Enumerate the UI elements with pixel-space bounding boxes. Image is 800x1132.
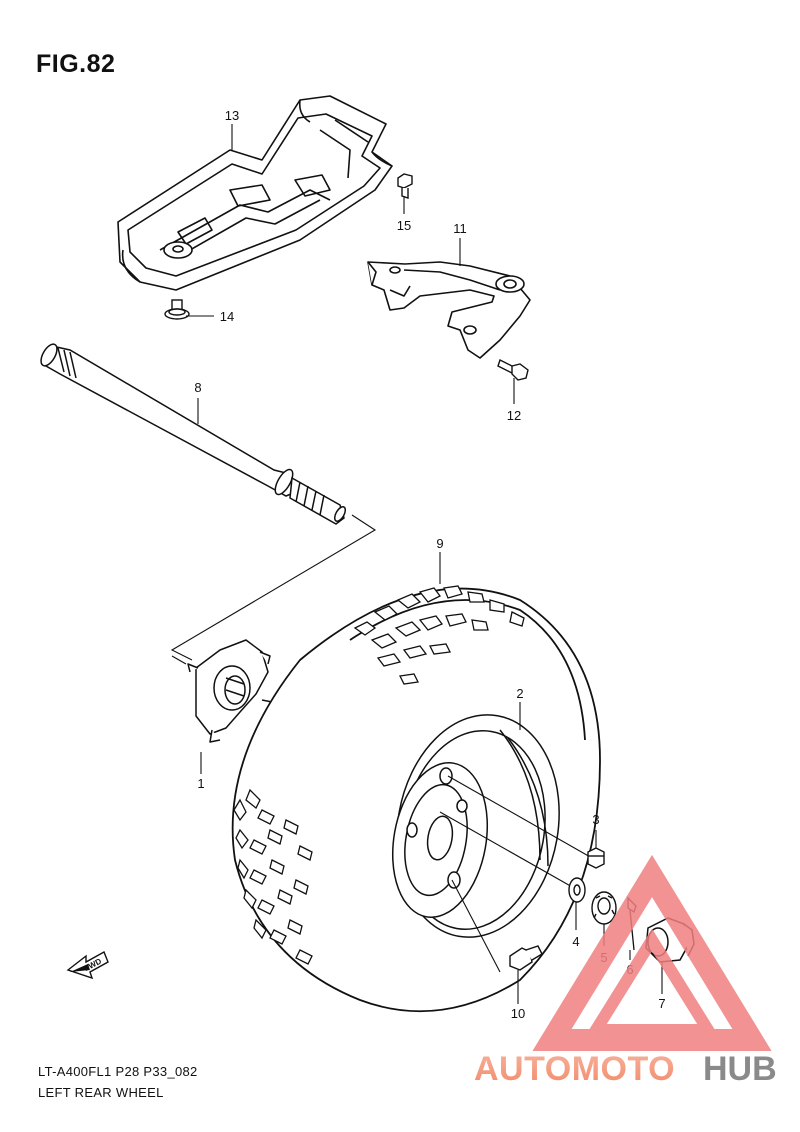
figure-title: FIG.82	[36, 50, 116, 78]
figure-name: LEFT REAR WHEEL	[38, 1085, 164, 1100]
watermark-triangle-icon	[532, 854, 772, 1051]
callout-4: 4	[572, 934, 579, 949]
watermark: AUTOMOTO HUB	[474, 854, 777, 1088]
castle-nut-part	[591, 891, 617, 925]
tire-part	[231, 585, 601, 1013]
tread-left	[233, 788, 313, 965]
bolt-12-part	[497, 359, 529, 381]
nut-part	[587, 847, 605, 869]
watermark-text-a: AUTOMOTO	[474, 1050, 675, 1088]
bolt-14-part	[164, 299, 190, 320]
callout-7: 7	[658, 996, 665, 1011]
skid-plate-part	[117, 95, 393, 291]
watermark-text-b: HUB	[703, 1050, 777, 1088]
figure-code: LT-A400FL1 P28 P33_082	[38, 1064, 198, 1079]
callout-13: 13	[225, 108, 239, 123]
callout-14: 14	[220, 309, 234, 324]
callout-15: 15	[397, 218, 411, 233]
callout-10: 10	[511, 1006, 525, 1021]
bracket-part	[367, 261, 531, 359]
callout-2: 2	[516, 686, 523, 701]
callout-8: 8	[194, 380, 201, 395]
stud-bolt-part	[509, 945, 543, 971]
callout-1: 1	[197, 776, 204, 791]
tread-top	[353, 585, 525, 685]
axle-shaft-part	[40, 343, 347, 525]
callout-3: 3	[592, 812, 599, 827]
wheel-rim-part	[391, 714, 560, 938]
callout-12: 12	[507, 408, 521, 423]
bolt-15-part	[397, 173, 413, 199]
assembly-lines	[170, 514, 377, 665]
fwd-arrow-icon: FWD	[66, 951, 109, 980]
washer-part	[568, 877, 586, 903]
callout-9: 9	[436, 536, 443, 551]
callout-11: 11	[453, 221, 467, 236]
fastener-lines	[439, 775, 593, 973]
